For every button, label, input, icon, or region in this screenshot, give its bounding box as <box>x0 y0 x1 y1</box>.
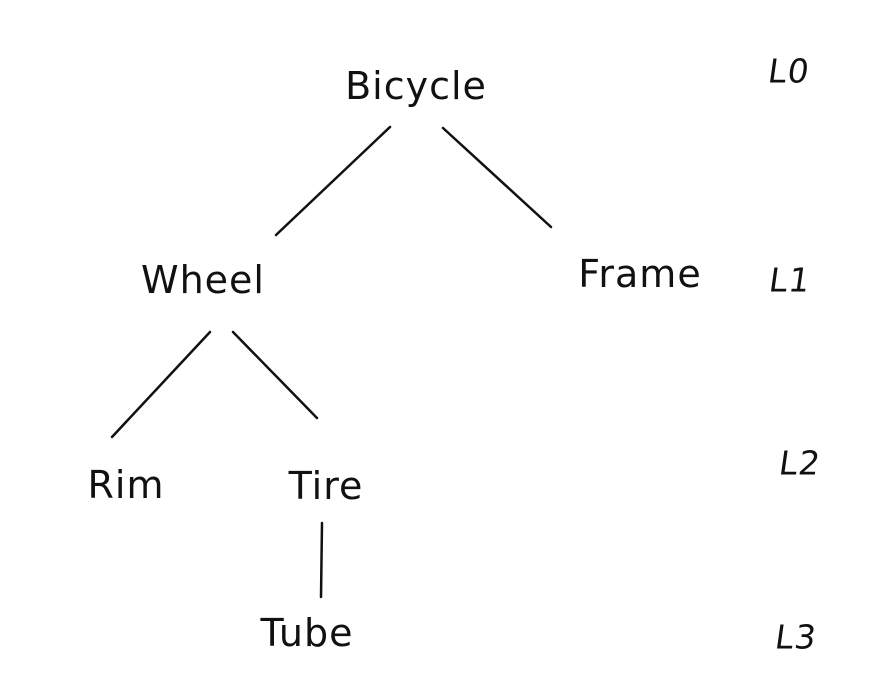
level-label-l1: L1 <box>766 260 814 300</box>
edge-wheel-rim <box>110 330 212 439</box>
level-label-l3: L3 <box>772 617 820 657</box>
edge-wheel-tire <box>231 330 319 420</box>
edge-bicycle-frame <box>441 126 553 229</box>
tree-node-tire: Tire <box>288 464 364 508</box>
tree-node-tube: Tube <box>260 611 354 655</box>
tree-node-wheel: Wheel <box>141 258 265 302</box>
edge-tire-tube <box>319 521 324 599</box>
tree-node-frame: Frame <box>578 252 702 296</box>
tree-node-bicycle: Bicycle <box>345 64 487 108</box>
level-label-l2: L2 <box>776 443 824 483</box>
edge-bicycle-wheel <box>274 125 392 237</box>
level-label-l0: L0 <box>765 51 813 91</box>
tree-node-rim: Rim <box>87 463 165 507</box>
